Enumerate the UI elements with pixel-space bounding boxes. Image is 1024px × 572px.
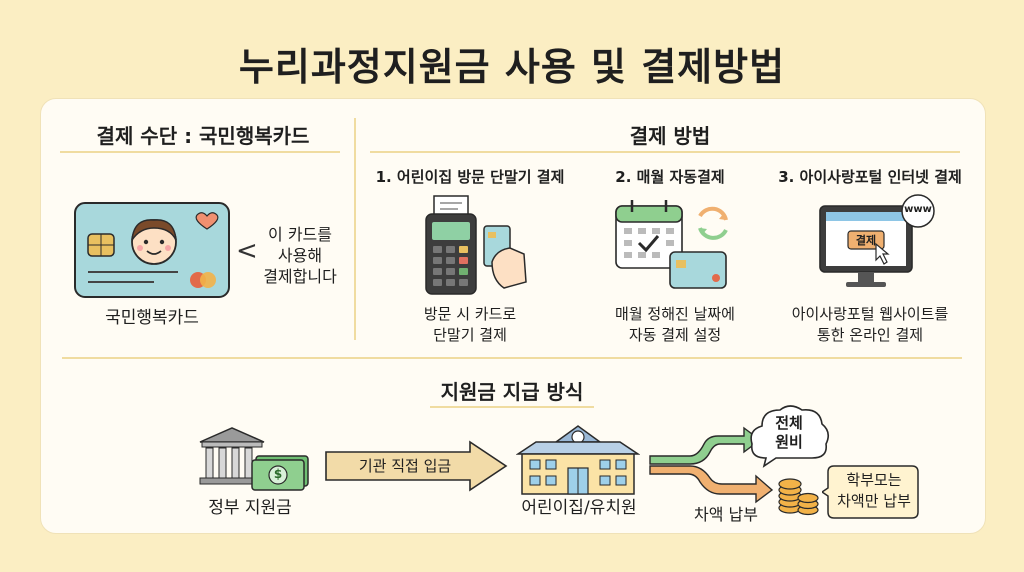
parents-speech-bubble bbox=[822, 465, 919, 519]
section-vertical-divider bbox=[354, 118, 356, 340]
card-note-line3: 결제합니다 bbox=[263, 267, 337, 286]
payment-methods-heading: 결제 방법 bbox=[629, 124, 711, 148]
dollar-sign: $ bbox=[273, 467, 283, 481]
chevron-left-icon: < bbox=[236, 236, 258, 266]
money-bundle-icon bbox=[251, 455, 309, 491]
parents-line2: 차액만 납부 bbox=[837, 492, 911, 510]
happy-card-illustration bbox=[74, 202, 230, 298]
screen-pay-button: 결제 bbox=[855, 234, 877, 247]
step-2-desc-line2: 자동 결제 설정 bbox=[628, 326, 722, 344]
difference-payment-label: 차액 납부 bbox=[694, 505, 758, 524]
main-panel bbox=[40, 98, 986, 534]
step-2-label: 2. 매월 자동결제 bbox=[615, 168, 725, 186]
subsidy-heading: 지원금 지급 방식 bbox=[440, 380, 584, 404]
step-3-desc: 아이사랑포털 웹사이트를 통한 온라인 결제 bbox=[770, 304, 970, 346]
direct-deposit-arrow bbox=[325, 440, 508, 492]
kindergarten-building-icon bbox=[516, 425, 640, 495]
chip-icon bbox=[87, 233, 115, 257]
full-tuition-line2: 원비 bbox=[775, 433, 803, 451]
step-1-desc-line1: 방문 시 카드로 bbox=[423, 305, 517, 323]
government-bank-icon bbox=[199, 427, 309, 491]
globe-www-icon bbox=[901, 194, 935, 228]
step-3-desc-line1: 아이사랑포털 웹사이트를 bbox=[791, 305, 949, 323]
step-3-label: 3. 아이사랑포털 인터넷 결제 bbox=[778, 168, 962, 186]
full-tuition-cloud bbox=[750, 405, 830, 468]
subsidy-divider-top bbox=[62, 357, 962, 359]
payment-means-divider bbox=[60, 151, 340, 153]
step-1-desc-line2: 단말기 결제 bbox=[433, 326, 507, 344]
coins-icon bbox=[778, 478, 819, 516]
full-tuition-line1: 전체 bbox=[775, 414, 803, 432]
card-note-line1: 이 카드를 bbox=[268, 225, 332, 244]
subsidy-heading-underline bbox=[430, 406, 594, 408]
full-tuition-text: 전체 원비 bbox=[756, 414, 822, 452]
child-face-icon bbox=[131, 219, 177, 265]
payment-methods-divider bbox=[370, 151, 960, 153]
step-2-desc: 매월 정해진 날짜에 자동 결제 설정 bbox=[590, 304, 760, 346]
parents-line1: 학부모는 bbox=[846, 471, 902, 489]
step-2-desc-line1: 매월 정해진 날짜에 bbox=[615, 305, 735, 323]
card-note-line2: 사용해 bbox=[277, 246, 323, 265]
monitor-web-icon bbox=[819, 194, 935, 287]
step-1-desc: 방문 시 카드로 단말기 결제 bbox=[390, 304, 550, 346]
step-3-desc-line2: 통한 온라인 결제 bbox=[816, 326, 924, 344]
card-caption: 국민행복카드 bbox=[105, 308, 199, 328]
center-label: 어린이집/유치원 bbox=[521, 498, 637, 518]
parents-text: 학부모는 차액만 납부 bbox=[828, 470, 920, 512]
www-label: www bbox=[904, 204, 932, 215]
pos-terminal-icon bbox=[425, 195, 527, 295]
page-title: 누리과정지원금 사용 및 결제방법 bbox=[238, 45, 786, 89]
card-note: 이 카드를 사용해 결제합니다 bbox=[252, 224, 348, 287]
heart-icon bbox=[195, 212, 219, 230]
government-label: 정부 지원금 bbox=[208, 498, 292, 518]
step-1-label: 1. 어린이집 방문 단말기 결제 bbox=[375, 168, 565, 186]
direct-deposit-label: 기관 직접 입금 bbox=[358, 457, 452, 475]
payment-means-heading: 결제 수단 : 국민행복카드 bbox=[96, 124, 310, 148]
refresh-icon bbox=[698, 206, 728, 240]
calendar-autopay-icon bbox=[615, 200, 728, 289]
